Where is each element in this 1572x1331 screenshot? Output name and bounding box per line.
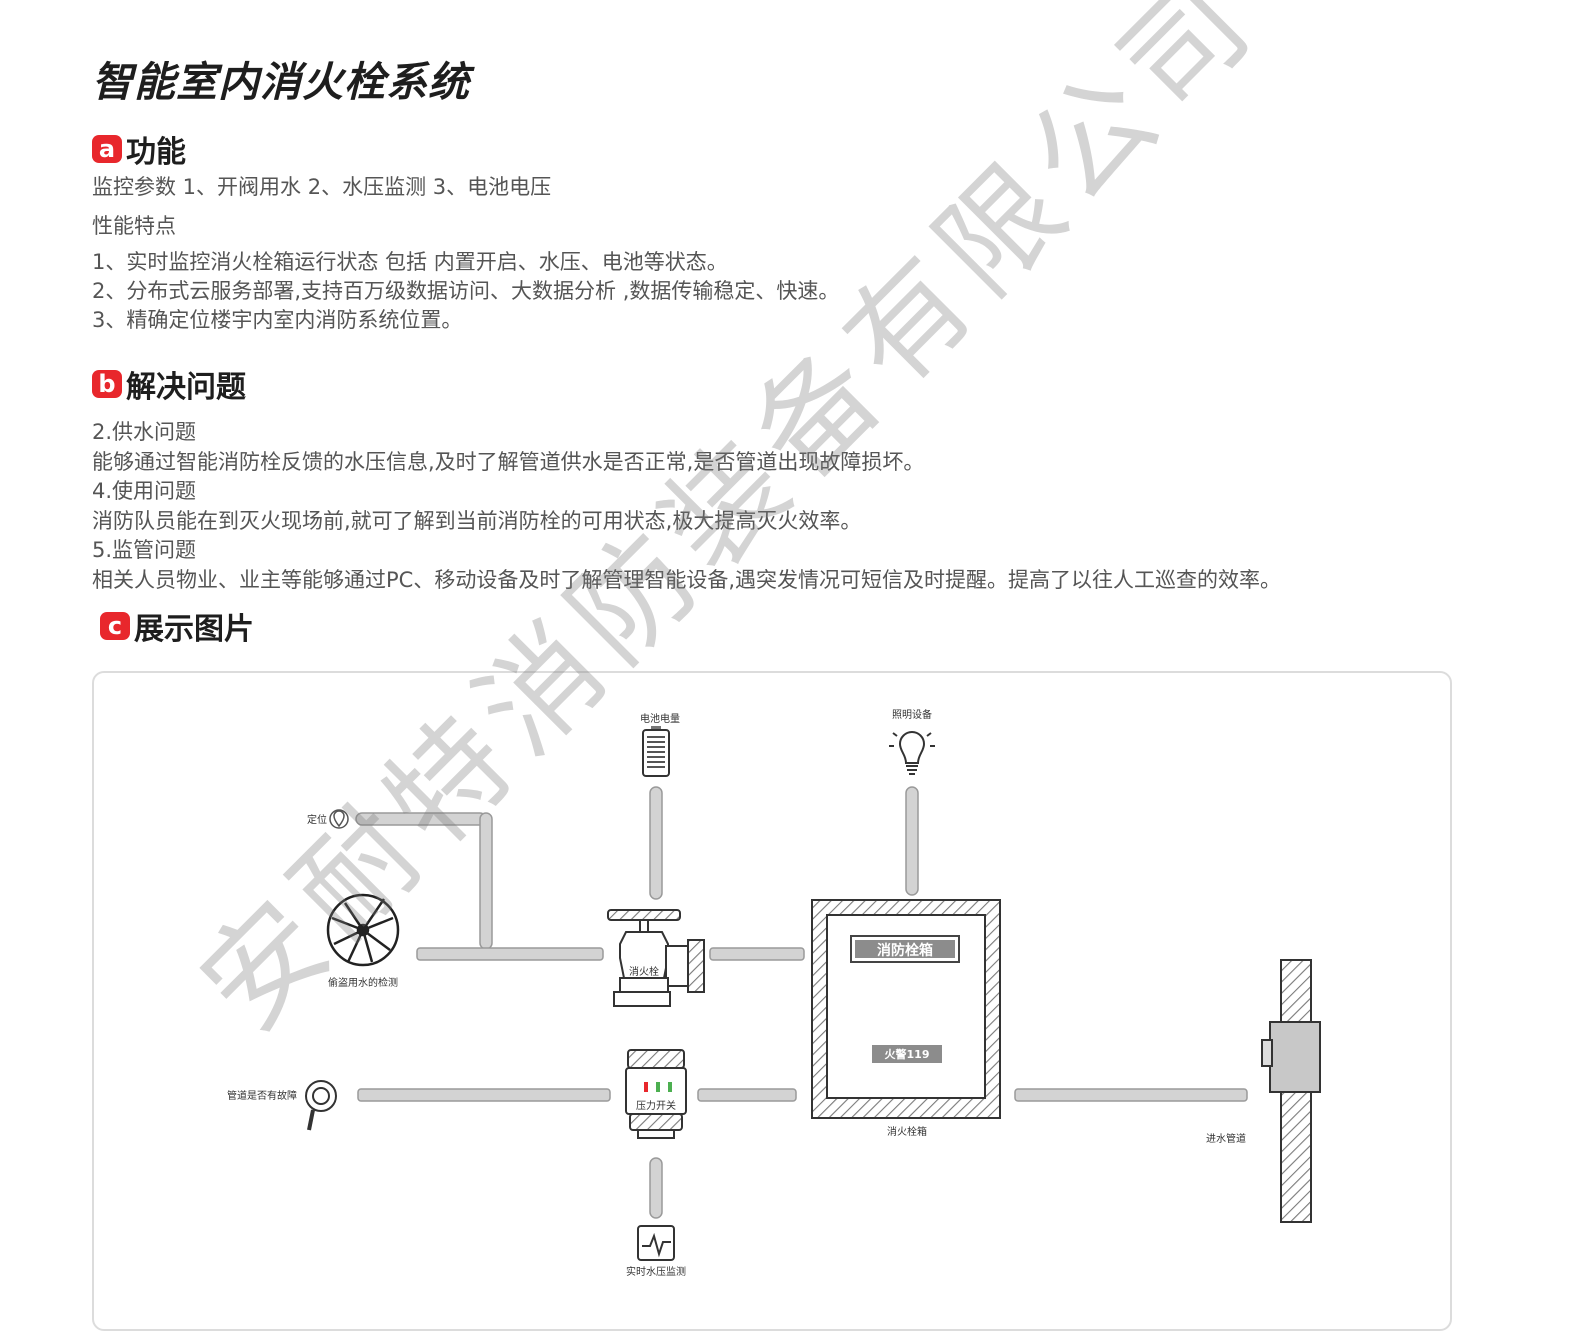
problems-list: 2.供水问题 能够通过智能消防栓反馈的水压信息,及时了解管道供水是否正常,是否管… xyxy=(92,418,1281,595)
fault-detector-icon xyxy=(305,1080,337,1131)
pipe-battery xyxy=(649,786,663,900)
section-c-heading: c 展示图片 xyxy=(100,604,254,648)
pipe-location-h xyxy=(355,812,487,826)
pipe-hydrant-box xyxy=(709,947,805,961)
pipe-location-v xyxy=(479,812,493,950)
problem-line: 能够通过智能消防栓反馈的水压信息,及时了解管道供水是否正常,是否管道出现故障损坏… xyxy=(92,449,925,474)
theft-label: 偷盗用水的检测 xyxy=(328,976,398,989)
hydrant-label: 消火栓 xyxy=(629,965,659,978)
fault-label: 管道是否有故障 xyxy=(227,1089,297,1102)
box-phone: 火警119 xyxy=(885,1047,930,1061)
feature-item: 2、分布式云服务部署,支持百万级数据访问、大数据分析 ,数据传输稳定、快速。 xyxy=(92,279,840,303)
problem-line: 消防队员能在到灭火现场前,就可了解到当前消防栓的可用状态,极大提高灭火效率。 xyxy=(92,508,862,533)
pressure-monitor-icon xyxy=(637,1225,675,1261)
section-badge: c xyxy=(100,612,130,640)
features-heading: 性能特点 xyxy=(92,214,176,238)
box-title: 消防栓箱 xyxy=(877,942,933,959)
feature-item: 3、精确定位楼宇内室内消防系统位置。 xyxy=(92,308,463,332)
location-pin-icon xyxy=(329,809,349,829)
hydrant-valve-icon xyxy=(607,909,705,1007)
light-label: 照明设备 xyxy=(892,708,932,721)
problem-line: 相关人员物业、业主等能够通过PC、移动设备及时了解管理智能设备,遇突发情况可短信… xyxy=(92,567,1281,592)
status-dot-green xyxy=(668,1082,672,1092)
system-diagram: 电池电量 照明设备 定位 偷盗用水的检测 xyxy=(227,708,1321,1278)
section-b-heading: b 解决问题 xyxy=(92,362,246,406)
pipe-inlet xyxy=(1014,1088,1248,1102)
section-b-title: 解决问题 xyxy=(126,370,246,405)
battery-label: 电池电量 xyxy=(640,712,680,725)
inlet-label: 进水管道 xyxy=(1206,1132,1246,1145)
monitor-params: 监控参数 1、开阀用水 2、水压监测 3、电池电压 xyxy=(92,175,552,199)
fan-meter-icon xyxy=(326,893,400,967)
pipe-realtime xyxy=(649,1157,663,1219)
feature-item: 1、实时监控消火栓箱运行状态 包括 内置开启、水压、电池等状态。 xyxy=(92,250,728,274)
box-caption: 消火栓箱 xyxy=(887,1125,927,1138)
pipe-switch-box xyxy=(697,1088,797,1102)
location-label: 定位 xyxy=(307,813,327,826)
battery-icon xyxy=(642,726,670,777)
problem-line: 5.监管问题 xyxy=(92,538,197,562)
pipe-fault xyxy=(357,1088,611,1102)
pipe-light xyxy=(905,786,919,896)
section-a-title: 功能 xyxy=(126,135,186,170)
realtime-label: 实时水压监测 xyxy=(626,1265,686,1278)
section-c-title: 展示图片 xyxy=(134,612,254,647)
pressure-switch-icon xyxy=(625,1049,687,1139)
pipe-theft xyxy=(416,947,604,961)
section-badge: b xyxy=(92,370,122,398)
section-a-heading: a 功能 xyxy=(92,127,186,171)
problem-line: 4.使用问题 xyxy=(92,479,197,503)
page-title: 智能室内消火栓系统 xyxy=(92,58,470,106)
hydrant-box xyxy=(811,899,1001,1119)
status-dot-green xyxy=(656,1082,660,1092)
features-list: 1、实时监控消火栓箱运行状态 包括 内置开启、水压、电池等状态。 2、分布式云服… xyxy=(92,248,839,335)
status-dot-red xyxy=(644,1082,648,1092)
section-badge: a xyxy=(92,135,122,163)
pressure-switch-label: 压力开关 xyxy=(636,1099,676,1112)
problem-line: 2.供水问题 xyxy=(92,420,197,444)
light-bulb-icon xyxy=(889,731,935,775)
inlet-wall xyxy=(1261,959,1321,1223)
